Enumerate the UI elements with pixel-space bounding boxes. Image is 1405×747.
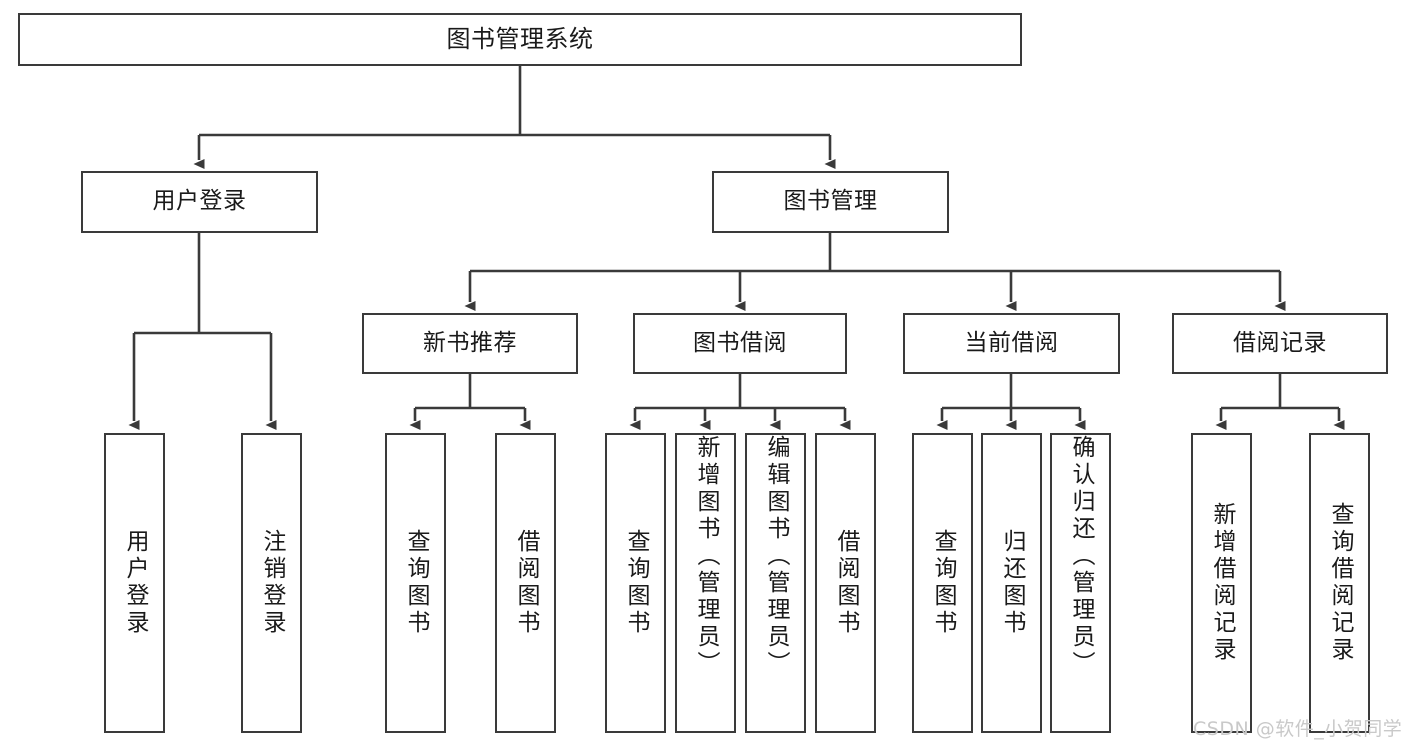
node-label: 借阅记录 [1233,329,1327,356]
node-label: 新增借阅记录 [1209,502,1235,664]
node-book-borrow[interactable]: 图书借阅 [633,313,847,374]
leaf-borrow-record-query-record[interactable]: 查询借阅记录 [1309,433,1370,733]
node-label: 图书管理 [783,188,878,215]
node-current-borrow[interactable]: 当前借阅 [903,313,1120,374]
node-root-system[interactable]: 图书管理系统 [18,13,1022,66]
node-label: 注销登录 [259,529,285,637]
leaf-current-borrow-return-book[interactable]: 归还图书 [981,433,1042,733]
node-label: 用户登录 [122,529,148,637]
node-book-management[interactable]: 图书管理 [712,171,949,233]
leaf-book-borrow-add-book[interactable]: 新增图书（管理员） [675,433,736,733]
node-label: 图书管理系统 [446,25,594,54]
node-label: 借阅图书 [833,529,859,637]
node-label: 借阅图书 [513,529,539,637]
node-label: 新增图书（管理员） [693,435,719,678]
leaf-new-book-borrow-book[interactable]: 借阅图书 [495,433,556,733]
node-label: 查询图书 [403,529,429,637]
node-label: 图书借阅 [693,329,787,356]
leaf-book-borrow-borrow-book[interactable]: 借阅图书 [815,433,876,733]
node-label: 确认归还（管理员） [1068,435,1094,678]
node-label: 新书推荐 [423,329,517,356]
leaf-new-book-query-book[interactable]: 查询图书 [385,433,446,733]
leaf-book-borrow-edit-book[interactable]: 编辑图书（管理员） [745,433,806,733]
leaf-book-borrow-query-book[interactable]: 查询图书 [605,433,666,733]
node-label: 查询借阅记录 [1327,502,1353,664]
leaf-user-login-logout[interactable]: 注销登录 [241,433,302,733]
node-label: 归还图书 [999,529,1025,637]
leaf-borrow-record-add-record[interactable]: 新增借阅记录 [1191,433,1252,733]
csdn-watermark: CSDN @软件_小贺同学 [1193,718,1403,740]
node-label: 编辑图书（管理员） [763,435,789,678]
node-borrow-record[interactable]: 借阅记录 [1172,313,1388,374]
leaf-current-borrow-query-book[interactable]: 查询图书 [912,433,973,733]
leaf-current-borrow-confirm-return[interactable]: 确认归还（管理员） [1050,433,1111,733]
node-label: 查询图书 [930,529,956,637]
node-user-login[interactable]: 用户登录 [81,171,318,233]
node-new-book-recommend[interactable]: 新书推荐 [362,313,578,374]
node-label: 查询图书 [623,529,649,637]
node-label: 用户登录 [152,188,247,215]
leaf-user-login-login[interactable]: 用户登录 [104,433,165,733]
node-label: 当前借阅 [964,329,1059,356]
